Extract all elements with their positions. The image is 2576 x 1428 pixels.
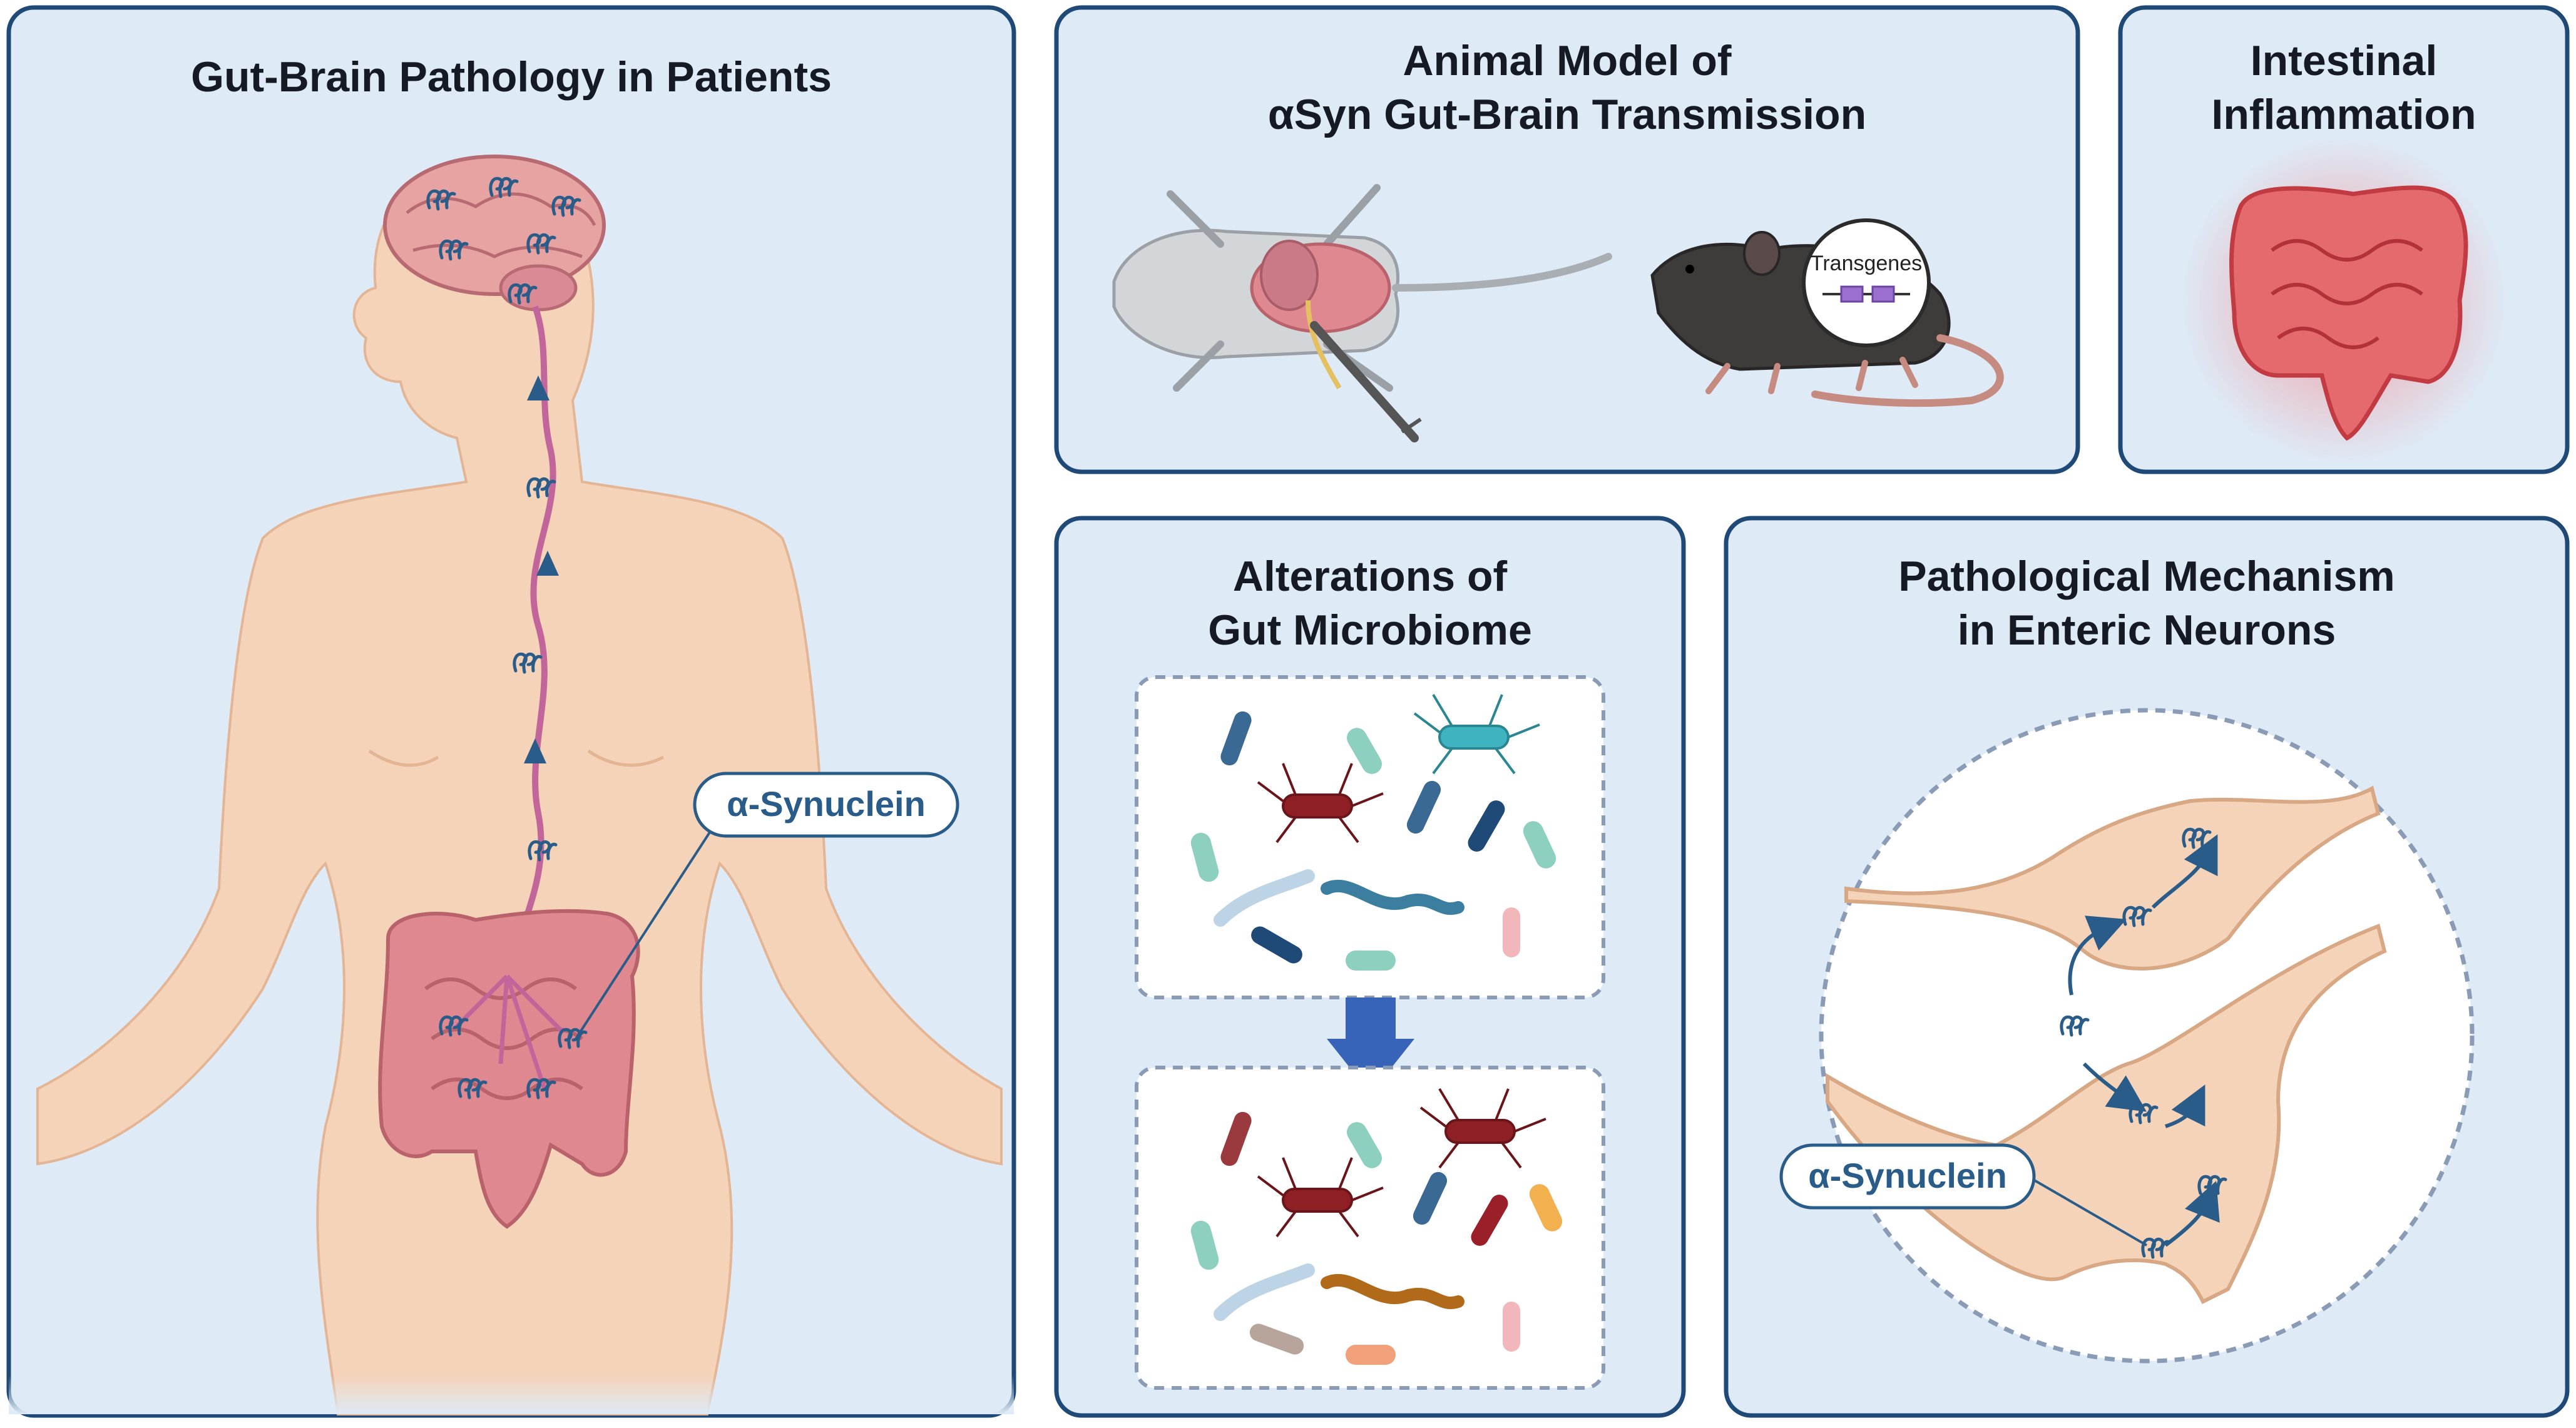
transport-arrow-2	[2068, 915, 2127, 996]
transgene-label: Transgenes	[1811, 252, 1922, 275]
panel-inflammation-title-2: Inflammation	[2211, 91, 2476, 138]
panel-enteric: Pathological Mechanism in Enteric Neuron…	[1724, 516, 2570, 1418]
callout-patients-box	[693, 772, 959, 838]
callout-line-patients	[575, 806, 727, 1040]
panel-animal-model-title-2: αSyn Gut-Brain Transmission	[1268, 91, 1866, 138]
human-body	[9, 173, 1014, 1415]
brain	[383, 155, 606, 312]
callout-enteric-box	[1779, 1143, 2036, 1210]
panel-microbiome-title-1: Alterations of	[1233, 553, 1508, 600]
flagellated-bacterium-red-after	[1419, 1088, 1546, 1169]
callout-line-enteric	[2027, 1175, 2148, 1247]
inflamed-intestine	[2181, 138, 2507, 463]
transport-arrow-3	[2082, 1062, 2147, 1112]
transport-arrow-4	[2165, 1084, 2205, 1128]
flagellated-bacterium-cyan	[1413, 693, 1540, 775]
transgenic-mouse: Transgenes	[1650, 218, 2004, 407]
neuron-magnifier	[1819, 708, 2475, 1364]
intestines	[378, 909, 640, 1229]
change-arrow	[1327, 997, 1414, 1094]
panel-enteric-title-2: in Enteric Neurons	[1958, 606, 2336, 654]
panel-animal-model-title-1: Animal Model of	[1403, 37, 1731, 84]
callout-patients: α-Synuclein	[727, 784, 926, 824]
panel-microbiome-title-2: Gut Microbiome	[1208, 606, 1532, 654]
transport-arrow-1	[2151, 834, 2218, 909]
panel-microbiome: Alterations of Gut Microbiome	[1054, 516, 1686, 1418]
microbiome-before	[1135, 675, 1605, 999]
flagellated-bacterium-red-after-2	[1257, 1157, 1384, 1238]
flagellated-bacterium-red	[1257, 763, 1384, 844]
dissected-mouse	[1112, 184, 1612, 442]
transport-arrow-5	[2164, 1181, 2220, 1247]
panel-patients-title: Gut-Brain Pathology in Patients	[191, 53, 832, 101]
panel-inflammation-title-1: Intestinal	[2251, 37, 2438, 84]
syringe	[1310, 321, 1419, 442]
panel-inflammation: Intestinal Inflammation	[2118, 5, 2570, 474]
transgene-badge	[1802, 218, 1931, 347]
microbiome-after	[1135, 1066, 1605, 1390]
panel-animal-model: Animal Model of αSyn Gut-Brain Transmiss…	[1054, 5, 2080, 474]
vagus-nerve	[504, 305, 556, 977]
callout-enteric: α-Synuclein	[1808, 1156, 2007, 1195]
panel-enteric-title-1: Pathological Mechanism	[1898, 553, 2395, 600]
panel-patients: Gut-Brain Pathology in Patients	[6, 5, 1016, 1418]
